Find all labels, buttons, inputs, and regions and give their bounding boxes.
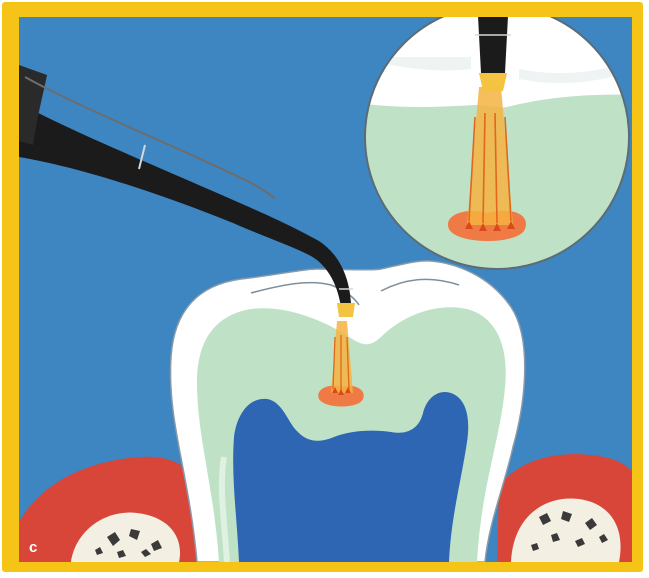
gum-left [19, 457, 209, 562]
figure-panel-letter: c [29, 539, 37, 556]
illustration-frame: c [2, 2, 643, 572]
handpiece-tip [337, 303, 355, 317]
magnified-detail-circle [359, 17, 632, 277]
gum-right [497, 454, 632, 562]
tooth-illustration [19, 17, 632, 562]
illustration-panel: c [19, 17, 632, 562]
